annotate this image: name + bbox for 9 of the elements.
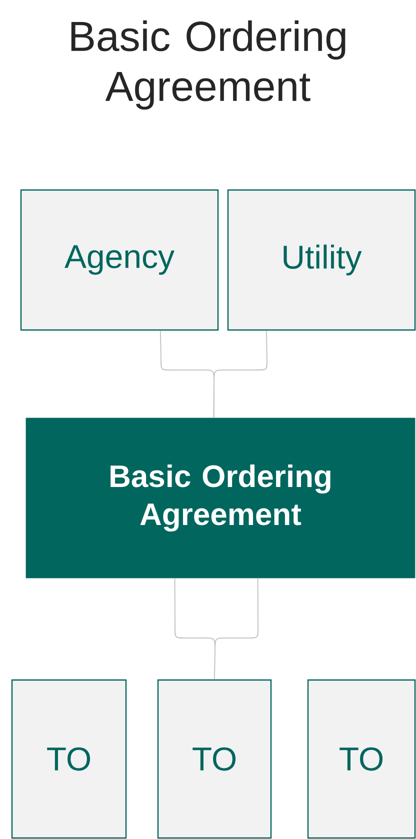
entity-box: Agency	[20, 189, 219, 331]
entity-box: Utility	[227, 189, 416, 331]
agreement-box: Basic Ordering Agreement	[26, 418, 416, 578]
title: Basic Ordering Agreement	[71, 20, 346, 110]
entity-box: TO	[11, 679, 127, 839]
connector-line	[213, 330, 268, 418]
entity-box: TO	[157, 679, 272, 839]
entity-box: TO	[307, 679, 416, 839]
connector-line	[174, 578, 258, 680]
